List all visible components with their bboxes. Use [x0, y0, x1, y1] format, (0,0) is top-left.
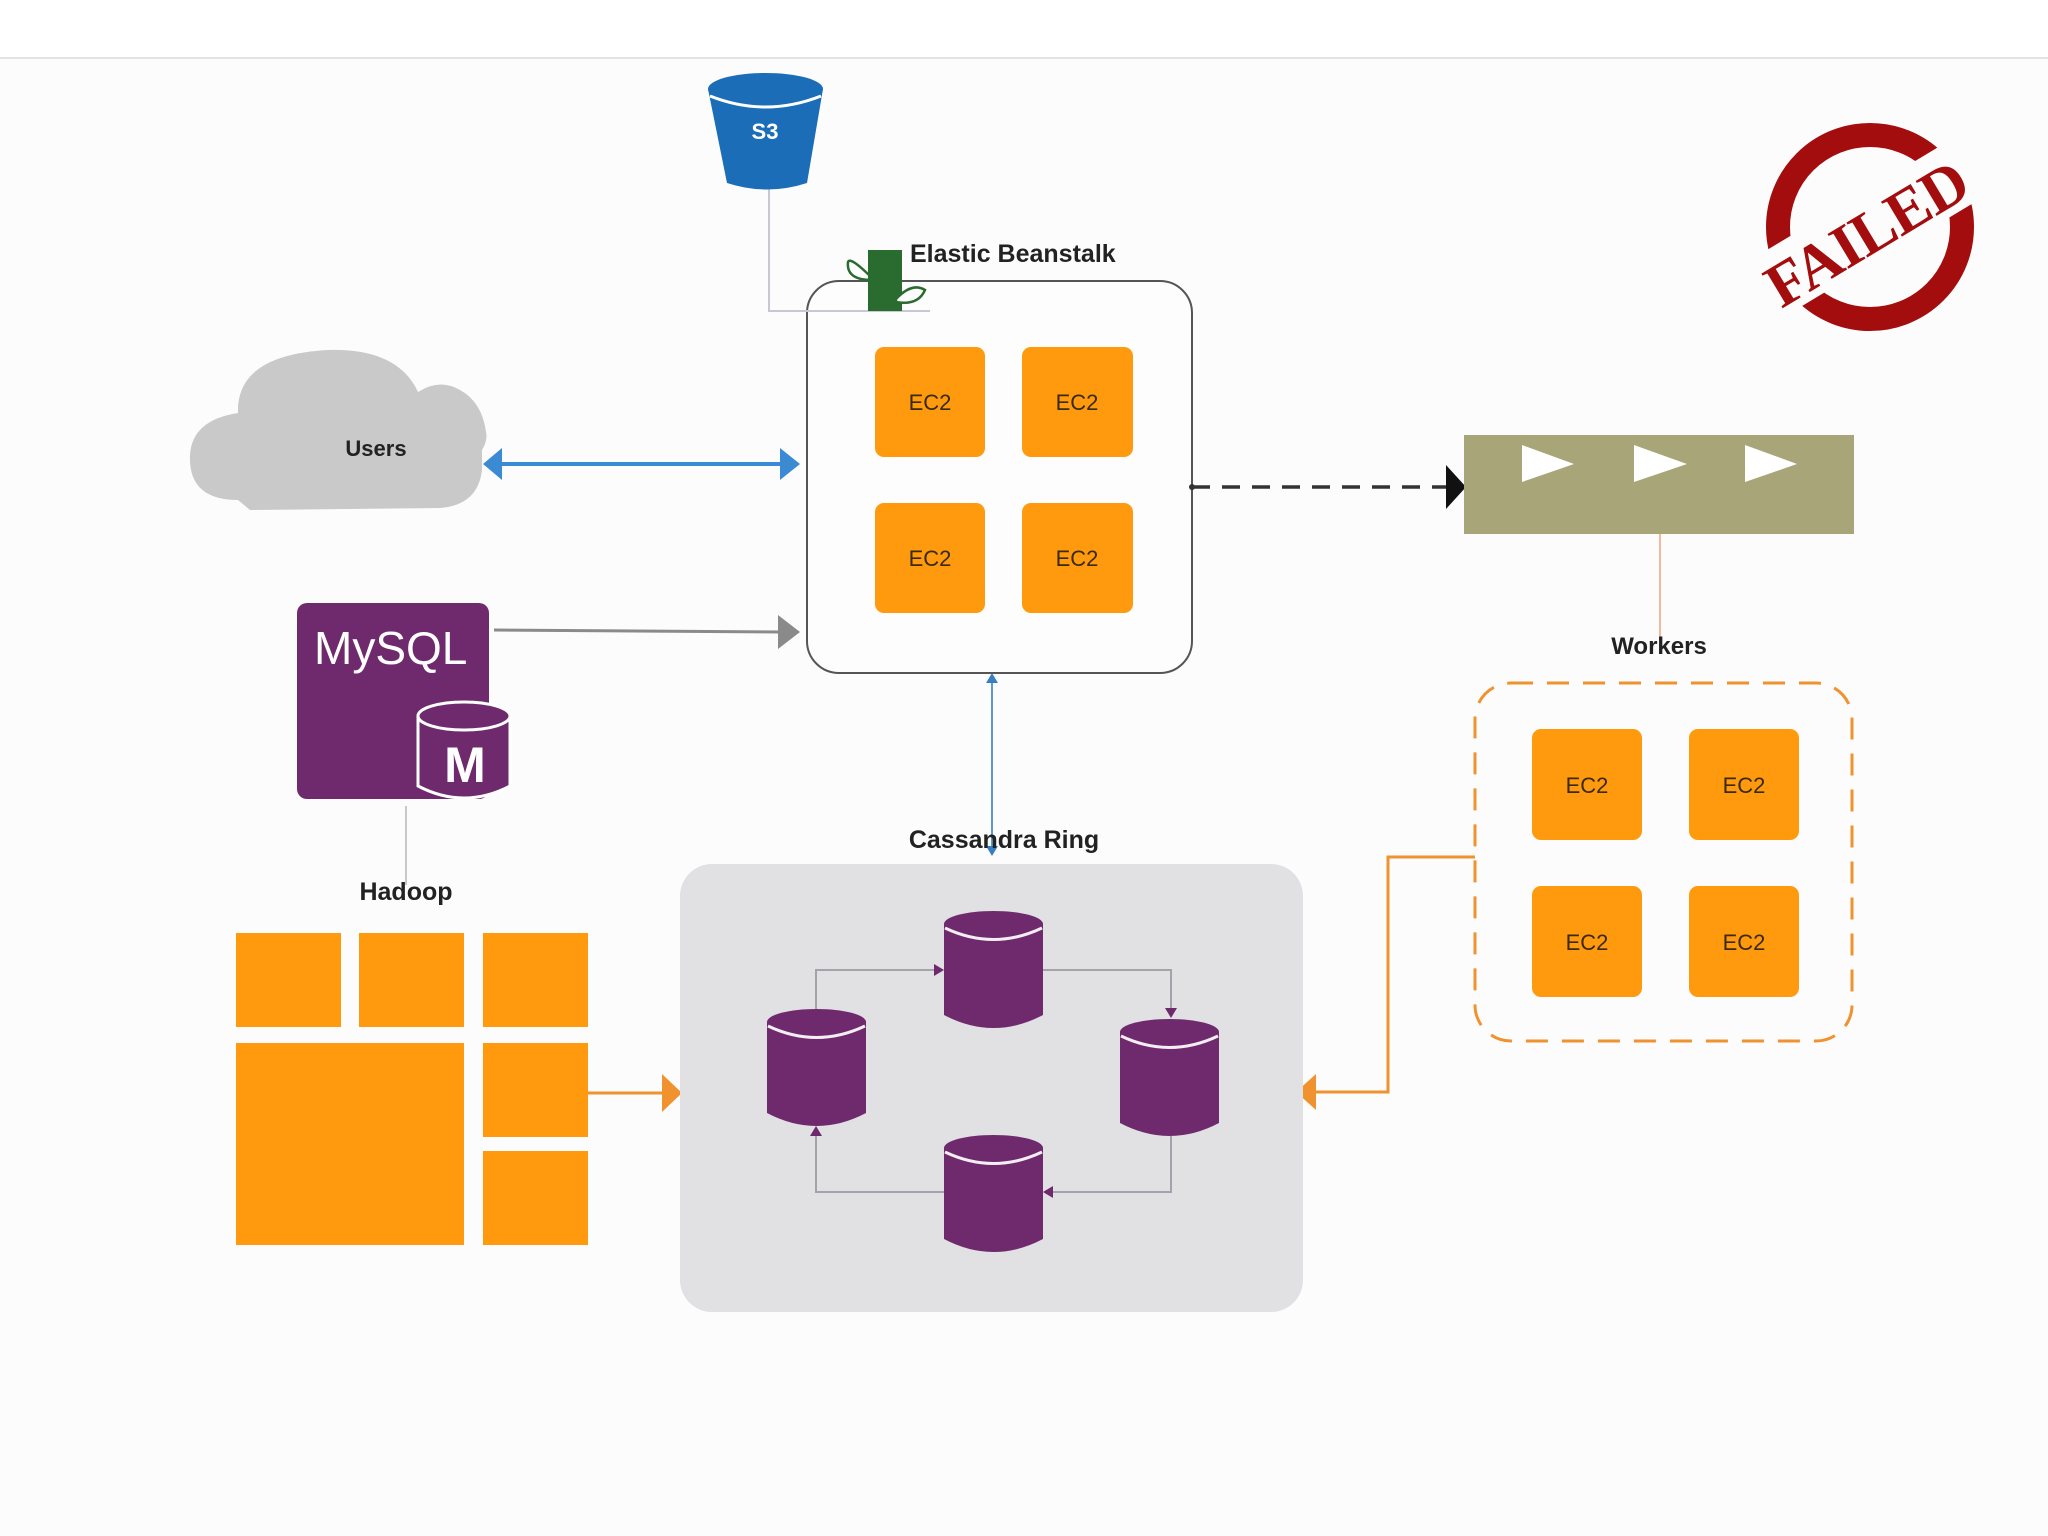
ec2-label: EC2 — [1723, 930, 1766, 955]
workers-to-cassandra-arrow — [1296, 855, 1475, 1110]
beanstalk-label: Elastic Beanstalk — [910, 240, 1116, 268]
cassandra-ring-container[interactable] — [680, 864, 1303, 1312]
s3-label: S3 — [752, 119, 779, 144]
mysql-badge: M — [444, 737, 486, 793]
cassandra-beanstalk-connector — [986, 673, 998, 856]
ec2-label: EC2 — [1056, 390, 1099, 415]
ec2-label: EC2 — [1566, 773, 1609, 798]
beanstalk-to-queue-dashed-arrow — [1189, 465, 1466, 509]
queue-item-icon — [1745, 445, 1797, 482]
beanstalk-ec2-instance[interactable]: EC2 — [875, 347, 985, 457]
ec2-label: EC2 — [1566, 930, 1609, 955]
beanstalk-ec2-instance[interactable]: EC2 — [1022, 503, 1133, 613]
worker-ec2-instance[interactable]: EC2 — [1689, 729, 1799, 840]
ec2-label: EC2 — [909, 546, 952, 571]
hadoop-cluster-icon[interactable] — [236, 933, 588, 1245]
workers-label: Workers — [1611, 633, 1707, 660]
users-beanstalk-bidirectional-arrow — [483, 448, 800, 480]
workers-autoscaling-group[interactable] — [1473, 681, 1854, 1043]
cassandra-node-icon[interactable] — [1120, 1019, 1219, 1136]
mysql-label: MySQL — [314, 622, 467, 674]
failed-stamp: FAILED — [1744, 123, 1985, 331]
hadoop-label: Hadoop — [359, 878, 452, 906]
users-cloud-icon[interactable]: Users — [189, 349, 487, 510]
beanstalk-container[interactable] — [806, 280, 1193, 674]
page-header-bar — [0, 0, 2048, 59]
ec2-label: EC2 — [909, 390, 952, 415]
ec2-label: EC2 — [1056, 546, 1099, 571]
users-label: Users — [345, 436, 406, 461]
beanstalk-ec2-instance[interactable]: EC2 — [875, 503, 985, 613]
message-queue-icon[interactable] — [1464, 435, 1854, 534]
queue-item-icon — [1634, 445, 1687, 482]
cassandra-node-icon[interactable] — [944, 1135, 1043, 1252]
mysql-to-beanstalk-arrow — [493, 615, 800, 649]
queue-item-icon — [1522, 445, 1574, 482]
ec2-label: EC2 — [1723, 773, 1766, 798]
elastic-beanstalk-icon — [846, 250, 927, 311]
worker-ec2-instance[interactable]: EC2 — [1532, 729, 1642, 840]
mysql-database-icon[interactable]: MySQL M — [297, 603, 512, 800]
worker-ec2-instance[interactable]: EC2 — [1532, 886, 1642, 997]
cassandra-node-icon[interactable] — [944, 911, 1043, 1028]
cassandra-label: Cassandra Ring — [909, 826, 1099, 854]
beanstalk-ec2-instance[interactable]: EC2 — [1022, 347, 1133, 457]
s3-bucket-icon[interactable]: S3 — [708, 73, 823, 190]
cassandra-replication-ring — [815, 969, 1172, 1193]
worker-ec2-instance[interactable]: EC2 — [1689, 886, 1799, 997]
cassandra-node-icon[interactable] — [767, 1009, 866, 1126]
hadoop-to-cassandra-arrow — [588, 1074, 682, 1112]
